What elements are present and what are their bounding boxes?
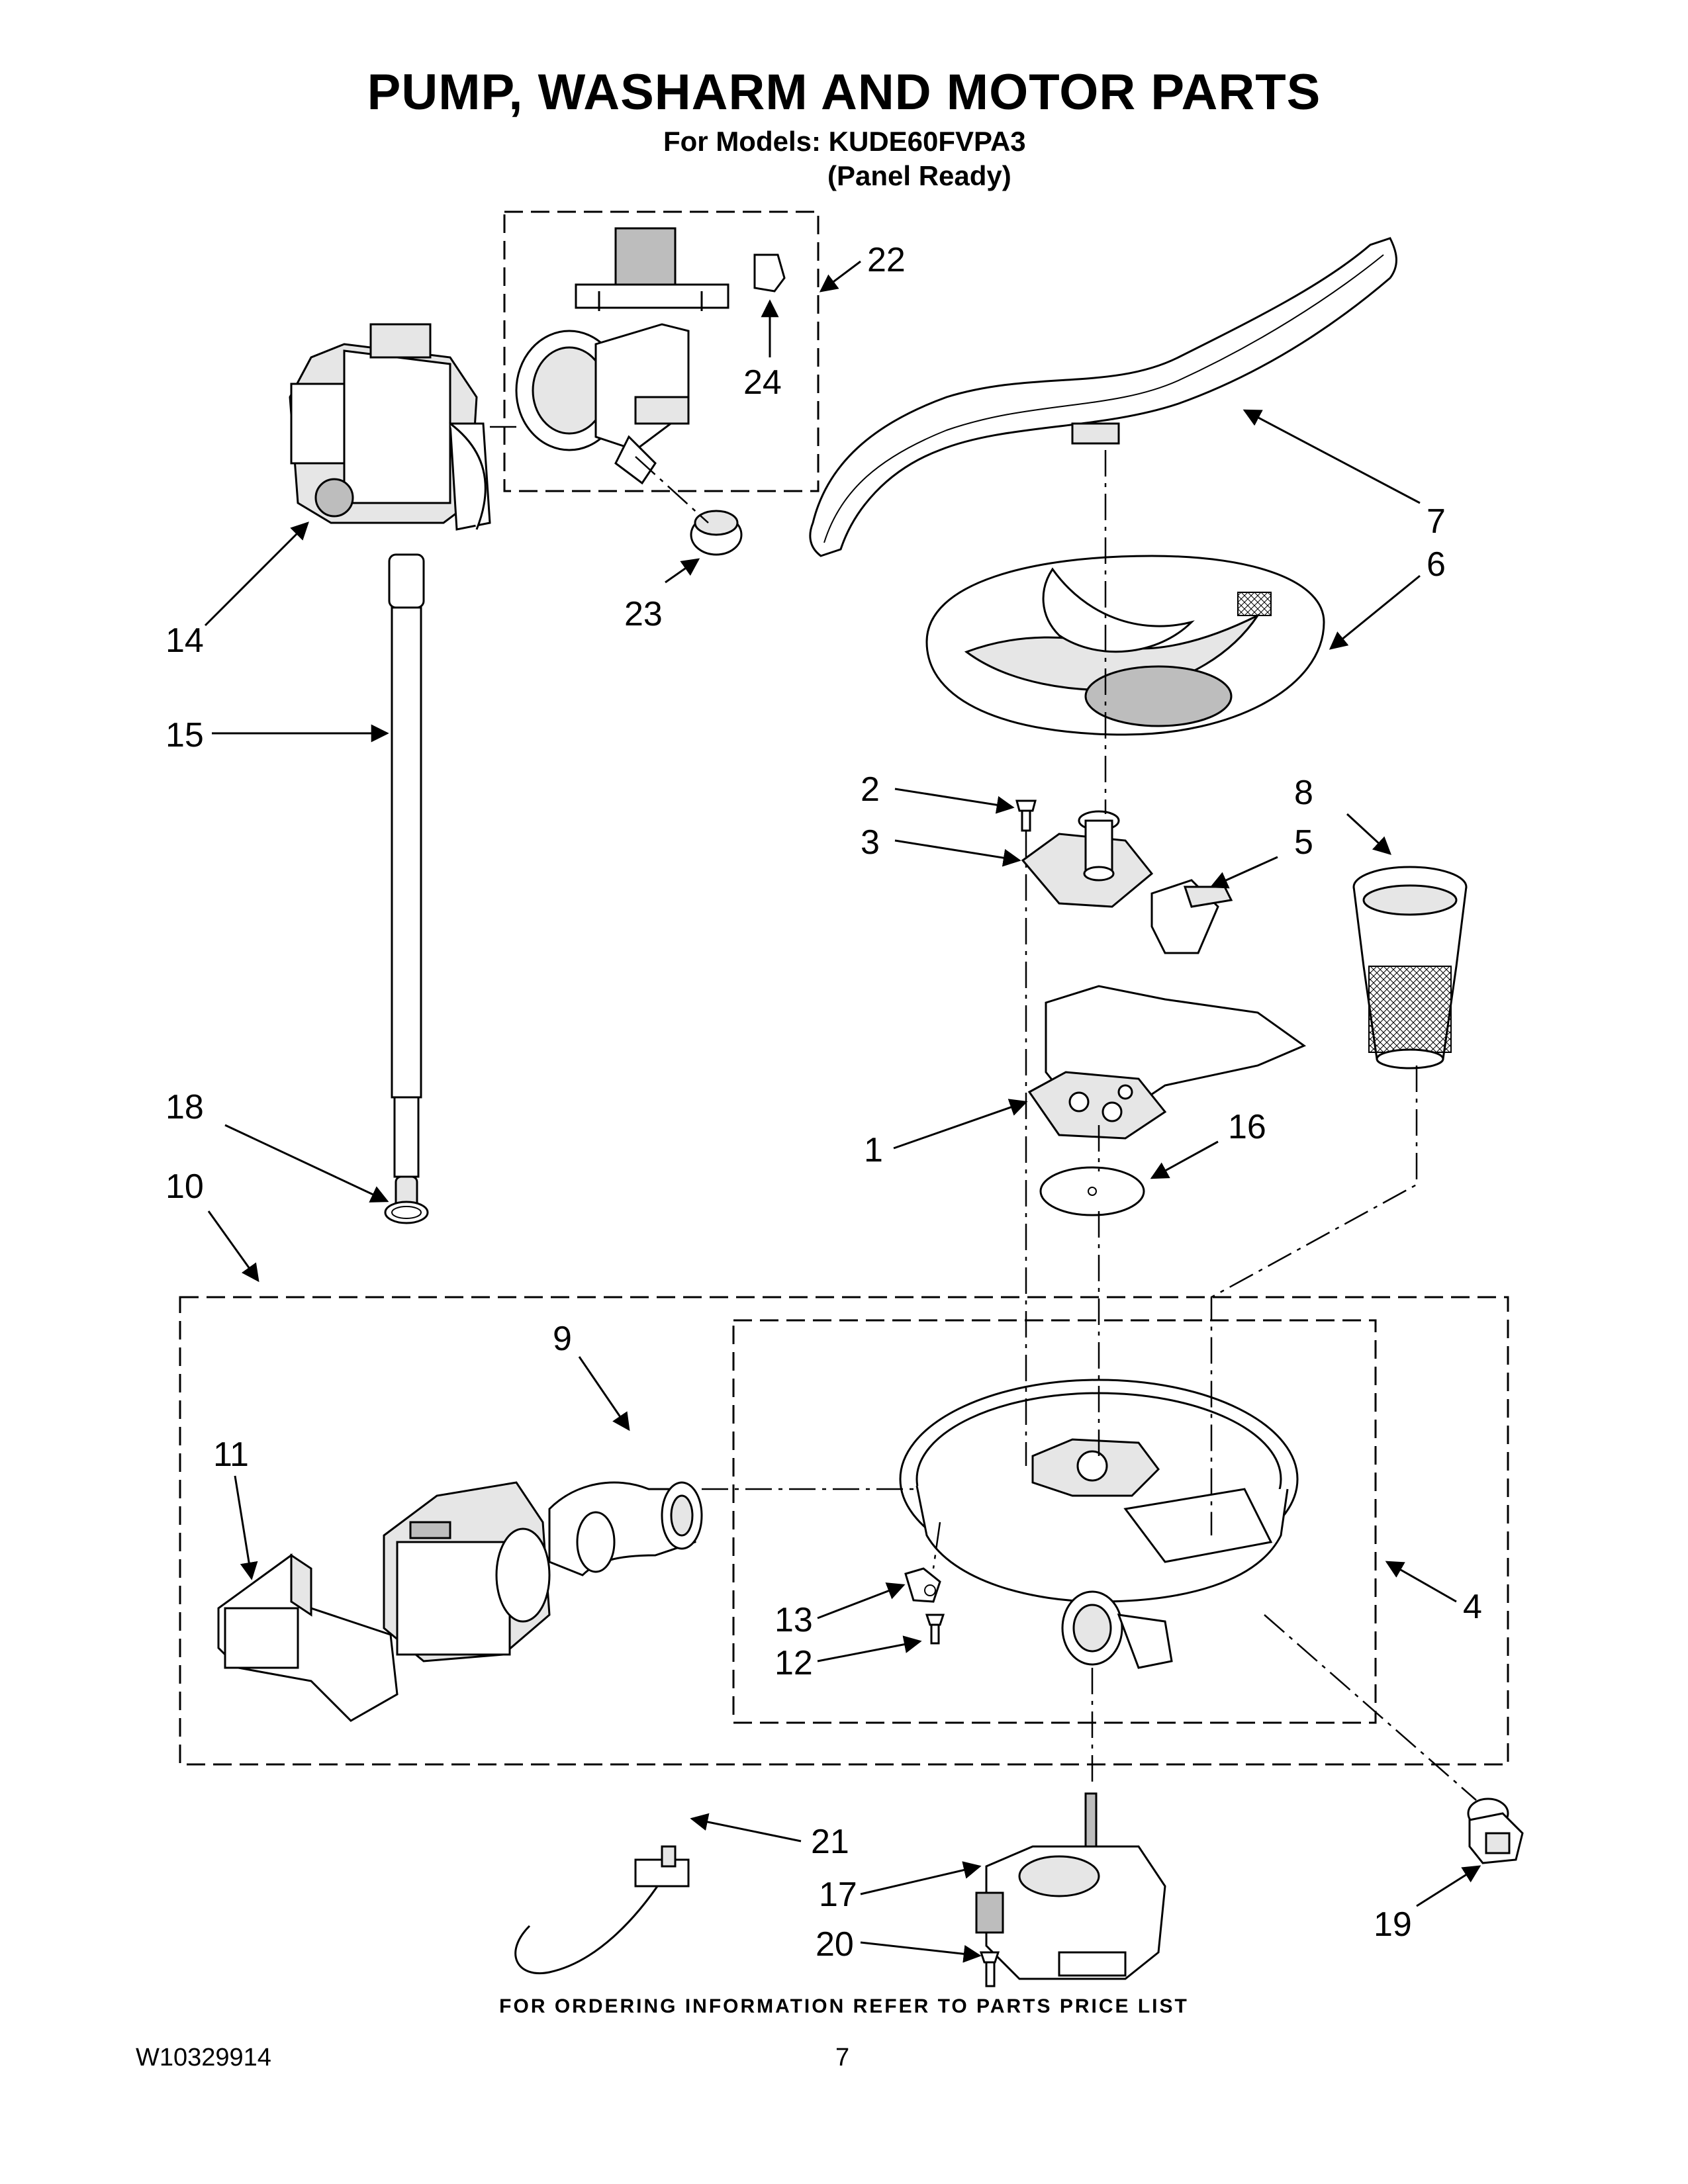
callout-labels: 14 15 22 24 23 7 6 2 3 8 5 1 16 18 10 9 … (165, 241, 1482, 1964)
callout-17: 17 (819, 1876, 857, 1914)
sensor-part (1467, 1797, 1524, 1864)
document-number: W10329914 (136, 2044, 271, 2071)
page-title: PUMP, WASHARM AND MOTOR PARTS (367, 64, 1321, 120)
bracket-part-13 (904, 1567, 941, 1603)
callout-22: 22 (867, 241, 906, 279)
group-box-4 (732, 1319, 1377, 1724)
callout-12: 12 (774, 1644, 813, 1682)
screw-part-20 (979, 1951, 1000, 1987)
callout-16: 16 (1228, 1108, 1266, 1146)
callout-11: 11 (213, 1435, 249, 1474)
motor-part (383, 1481, 703, 1662)
callout-7: 7 (1427, 502, 1446, 541)
callout-24: 24 (743, 363, 782, 402)
callout-10: 10 (165, 1167, 204, 1206)
page-number: 7 (835, 2044, 850, 2071)
ordering-note: FOR ORDERING INFORMATION REFER TO PARTS … (499, 1995, 1189, 2017)
assembly-lines (490, 426, 1477, 1801)
models-line: For Models: KUDE60FVPA3 (663, 126, 1026, 157)
drain-housing-part (515, 227, 786, 485)
wash-arm-part (809, 237, 1397, 557)
callout-2: 2 (861, 770, 880, 809)
cap-part (690, 510, 743, 556)
callout-4: 4 (1463, 1588, 1482, 1626)
diverter-motor-part (975, 1792, 1166, 1980)
drain-hose-part (388, 553, 425, 1218)
callout-23: 23 (624, 595, 663, 633)
callout-18: 18 (165, 1088, 204, 1126)
callout-1: 1 (864, 1131, 883, 1169)
filter-part (1352, 866, 1468, 1069)
callout-8: 8 (1294, 774, 1313, 812)
hub-part-3 (1021, 810, 1154, 908)
callout-3: 3 (861, 823, 880, 862)
motor-cover-part (217, 1553, 399, 1722)
screw-part-12 (925, 1614, 945, 1645)
callout-20: 20 (816, 1925, 854, 1964)
sump-cover-part (1027, 985, 1307, 1140)
callout-9: 9 (553, 1320, 572, 1358)
variant-line: (Panel Ready) (827, 160, 1011, 191)
callout-15: 15 (165, 716, 204, 754)
hose-clamp-part (384, 1201, 429, 1224)
callout-5: 5 (1294, 823, 1313, 862)
callout-14: 14 (165, 621, 204, 660)
disc-part (1039, 1166, 1145, 1216)
group-box-10 (179, 1296, 1509, 1766)
callout-13: 13 (774, 1601, 813, 1639)
sump-part (899, 1379, 1299, 1669)
drain-pump-part (289, 323, 491, 531)
thermistor-part (514, 1845, 690, 1974)
leader-lines (204, 260, 1481, 1963)
callout-21: 21 (811, 1823, 849, 1861)
callout-19: 19 (1374, 1905, 1412, 1944)
screw-part-2 (1015, 799, 1037, 832)
group-box-22 (503, 210, 820, 492)
retainer-clip-part-5 (1150, 879, 1233, 954)
callout-6: 6 (1427, 545, 1446, 584)
spray-shield-part (925, 555, 1325, 736)
